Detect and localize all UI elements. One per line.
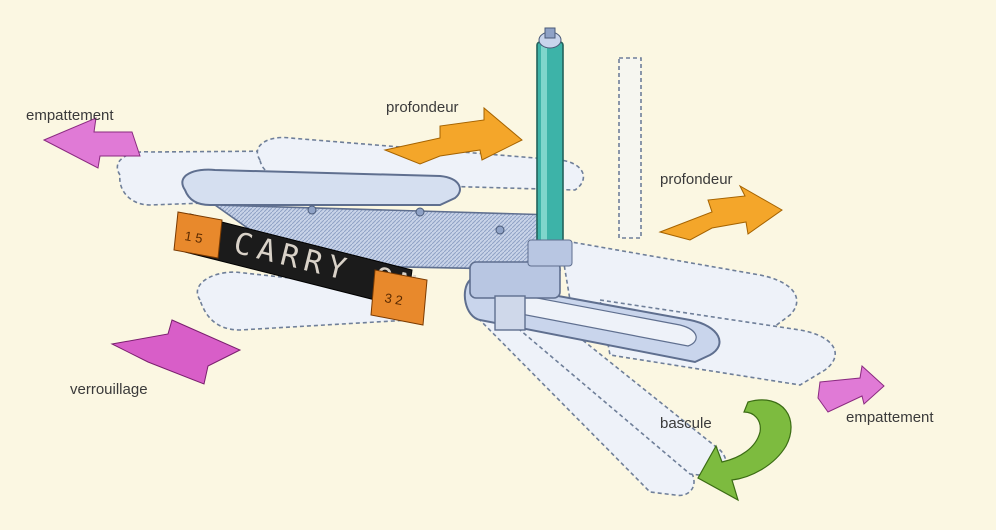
label-profondeur-right: profondeur xyxy=(660,171,733,188)
label-verrouillage: verrouillage xyxy=(70,381,148,398)
bascule-arrow-icon xyxy=(697,399,792,502)
ghost-right-loop-upper xyxy=(559,239,798,331)
pole xyxy=(527,27,573,267)
pole-knob xyxy=(544,27,556,39)
label-bascule: bascule xyxy=(660,415,712,432)
profondeur-arrow-icon xyxy=(658,184,783,241)
arrows xyxy=(42,106,885,502)
bolt-2 xyxy=(415,207,425,217)
ghost-pole xyxy=(618,57,642,239)
left-lamp xyxy=(173,211,223,259)
empattement-arrow-icon xyxy=(42,117,141,169)
pole-body xyxy=(536,41,564,248)
main-frame-back-loop xyxy=(181,168,461,206)
verrouillage-arrow-icon xyxy=(110,319,242,385)
bolt-1 xyxy=(307,205,317,215)
right-lamp xyxy=(370,269,428,326)
left-lamp-text: 1 5 xyxy=(183,228,203,246)
pole-base xyxy=(527,239,573,267)
label-profondeur-top: profondeur xyxy=(386,99,459,116)
label-empattement-right: empattement xyxy=(846,409,934,426)
right-lamp-text: 3 2 xyxy=(383,290,403,308)
main-frame-hub xyxy=(469,261,561,299)
label-empattement-left: empattement xyxy=(26,107,114,124)
profondeur-arrow-icon xyxy=(383,106,523,165)
ghost-tilt-rail-2 xyxy=(518,321,727,477)
labels: empattement profondeur profondeur verrou… xyxy=(26,99,934,432)
empattement-arrow-icon xyxy=(817,365,885,413)
main-frame-tow-arm xyxy=(494,295,526,331)
pole-highlight xyxy=(541,46,547,242)
main-frame-right-loop-inner xyxy=(494,289,697,347)
bolt-3 xyxy=(495,225,505,235)
